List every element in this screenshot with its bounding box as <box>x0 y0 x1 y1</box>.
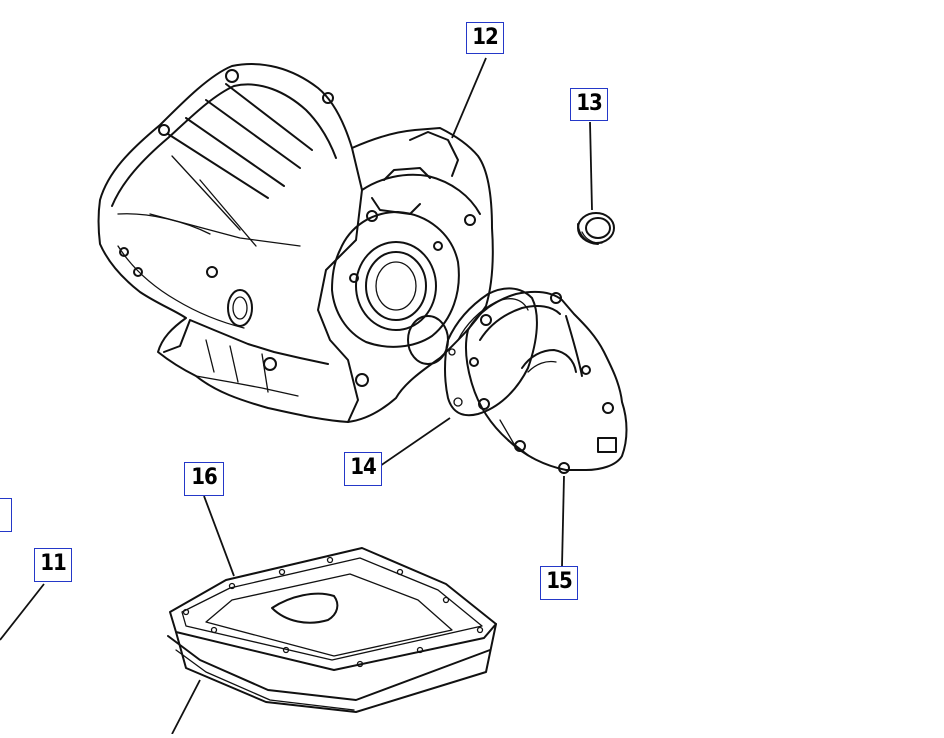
callout-16: 16 <box>184 462 224 496</box>
callout-12: 12 <box>466 22 504 54</box>
callout-13: 13 <box>570 88 608 121</box>
callout-14: 14 <box>344 452 382 486</box>
callout-cut-off <box>0 498 12 532</box>
oil-pan <box>167 547 497 713</box>
leader-lines <box>0 57 593 735</box>
callout-15: 15 <box>540 566 578 600</box>
side-cover <box>464 291 628 474</box>
oil-seal <box>577 212 615 245</box>
transaxle-housing <box>97 63 494 423</box>
callout-11: 11 <box>34 548 72 582</box>
